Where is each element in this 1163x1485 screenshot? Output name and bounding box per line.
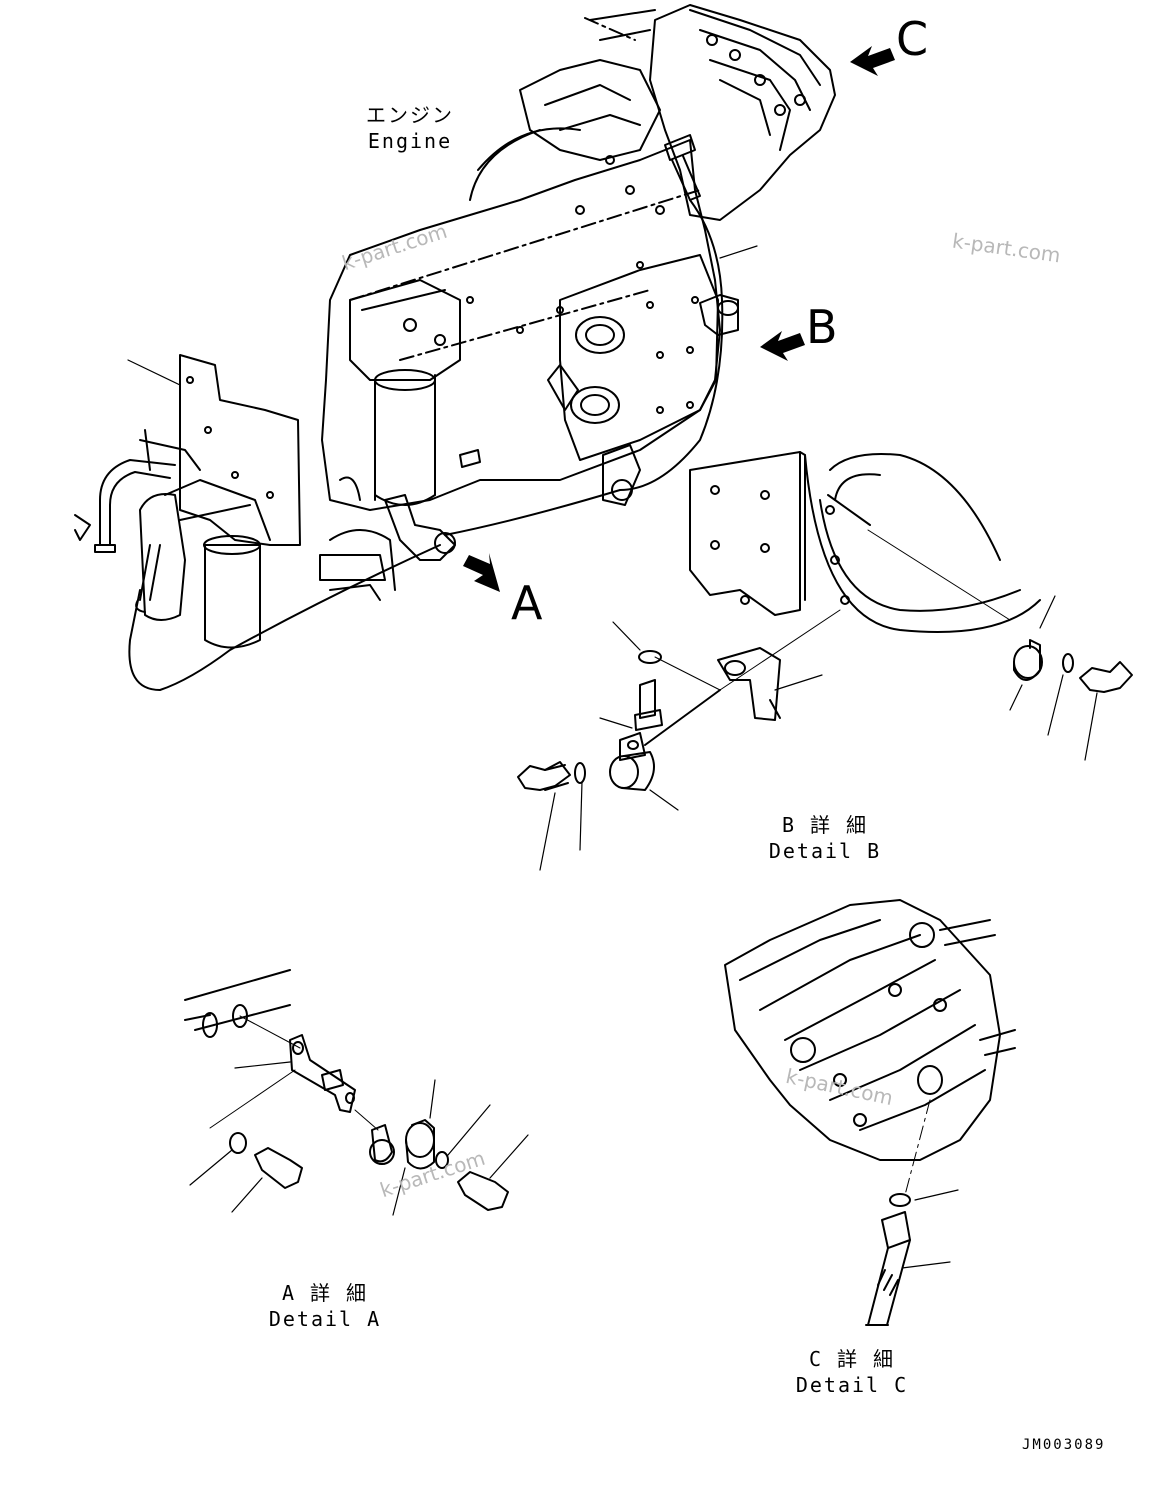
arrow-c-icon	[850, 46, 895, 76]
hose-routing	[128, 199, 739, 691]
callout-b-label[interactable]: B	[806, 300, 838, 354]
detail-a-caption: A 詳 細 Detail A	[265, 1280, 385, 1332]
transmission-housing	[584, 4, 836, 221]
drawing-code: JM003089	[1022, 1437, 1106, 1453]
callout-c-label[interactable]: C	[896, 12, 929, 66]
fuel-filter-assembly	[74, 354, 301, 649]
detail-b-caption: B 詳 細 Detail B	[765, 812, 885, 864]
callout-a-label[interactable]: A	[511, 576, 543, 630]
detail-b-illustration	[517, 451, 1133, 871]
leader-lines-main	[127, 245, 758, 386]
detail-c-caption: C 詳 細 Detail C	[792, 1346, 912, 1398]
detail-c-illustration	[724, 899, 1016, 1326]
detail-c-caption-jp: C 詳 細	[808, 1347, 896, 1371]
detail-b-caption-jp: B 詳 細	[781, 813, 869, 837]
engine-label-en: Engine	[367, 129, 453, 153]
engine-label-jp: エンジン	[366, 103, 454, 127]
engine-block	[321, 59, 721, 511]
detail-a-caption-jp: A 詳 細	[281, 1281, 369, 1305]
detail-a-illustration	[184, 969, 529, 1216]
arrow-a-icon	[463, 553, 500, 592]
detail-c-caption-en: Detail C	[795, 1373, 909, 1397]
callout-arrows[interactable]	[463, 46, 895, 592]
detail-b-caption-en: Detail B	[768, 839, 882, 863]
arrow-b-icon	[760, 331, 805, 361]
engine-label: エンジン Engine	[360, 102, 460, 154]
detail-a-caption-en: Detail A	[268, 1307, 382, 1331]
